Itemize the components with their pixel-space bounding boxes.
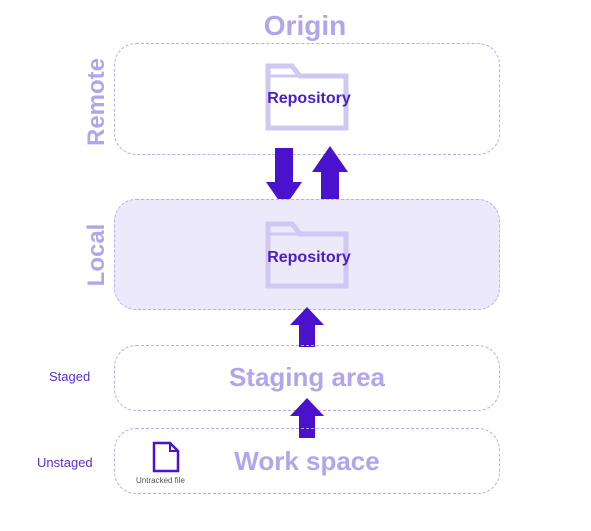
workspace-box xyxy=(114,428,500,494)
local-repository-label: Repository xyxy=(267,249,351,266)
remote-repository-label: Repository xyxy=(267,90,351,107)
arrow-down-icon xyxy=(266,148,302,208)
remote-box xyxy=(114,43,500,155)
arrow-up-icon xyxy=(312,146,348,206)
folder-icon xyxy=(265,221,349,289)
folder-icon xyxy=(265,63,349,131)
staging-area-title: Staging area xyxy=(228,362,386,392)
staged-label: Staged xyxy=(49,369,91,384)
untracked-file-label: Untracked file xyxy=(136,476,185,485)
arrow-up-icon xyxy=(290,307,324,347)
arrow-up-icon xyxy=(290,398,324,438)
remote-label: Remote xyxy=(83,57,110,147)
file-icon xyxy=(152,441,180,473)
work-space-title: Work space xyxy=(234,446,380,476)
unstaged-label: Unstaged xyxy=(37,455,93,470)
local-label: Local xyxy=(83,223,110,287)
local-box xyxy=(114,199,500,310)
origin-title: Origin xyxy=(263,10,347,41)
